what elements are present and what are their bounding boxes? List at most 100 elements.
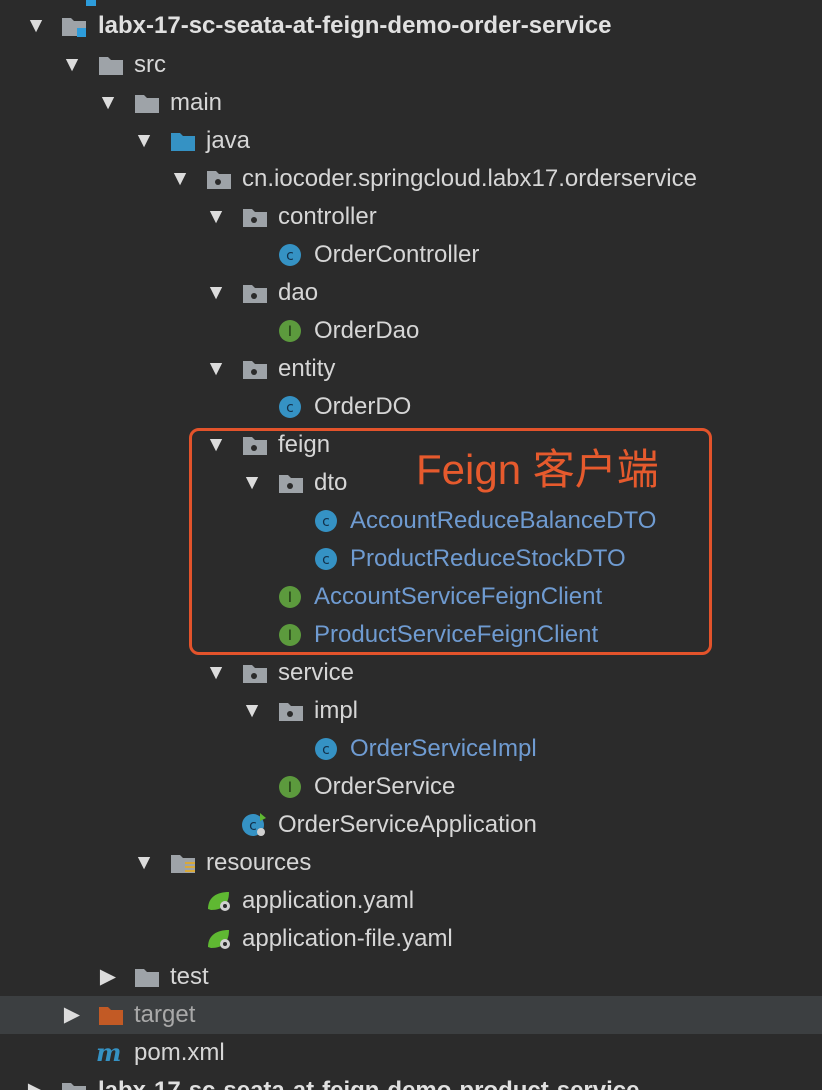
tree-label: service [278,659,355,686]
tree-label: pom.xml [134,1039,225,1066]
package-icon [277,699,305,723]
spring-config-icon [205,927,233,951]
package-icon [277,471,305,495]
tree-row-product-service-feign-client[interactable]: I ProductServiceFeignClient [0,616,822,654]
folder-icon [133,965,161,989]
expand-arrow-icon[interactable]: ▼ [205,357,227,380]
maven-icon: m [96,1038,124,1067]
collapse-arrow-icon[interactable]: ▶ [99,965,117,988]
svg-text:c: c [322,742,330,758]
tree-label: OrderService [314,773,456,800]
tree-label: cn.iocoder.springcloud.labx17.orderservi… [242,165,697,192]
feign-highlight-box [189,428,712,655]
expand-arrow-icon[interactable]: ▼ [205,661,227,684]
class-icon: c [276,243,304,267]
expand-arrow-icon[interactable]: ▼ [97,91,119,114]
expand-arrow-icon[interactable]: ▼ [25,14,47,37]
tree-row-service[interactable]: ▼ service [0,654,822,692]
svg-text:c: c [322,552,330,568]
tree-row-order-controller[interactable]: c OrderController [0,236,822,274]
tree-row-order-service-impl[interactable]: c OrderServiceImpl [0,730,822,768]
collapse-arrow-icon[interactable]: ▶ [24,1072,48,1090]
class-icon: c [312,737,340,761]
tree-label: src [134,51,166,78]
tree-row-product-reduce-stock-dto[interactable]: c ProductReduceStockDTO [0,540,822,578]
svg-text:I: I [288,780,292,796]
spring-config-icon [205,889,233,913]
expand-arrow-icon[interactable]: ▼ [61,53,83,76]
package-icon [241,205,269,229]
tree-row-dto[interactable]: ▼ dto [0,464,822,502]
resources-folder-icon [169,851,197,875]
tree-row-target[interactable]: ▶ target [0,996,822,1034]
svg-text:I: I [288,590,292,606]
svg-text:c: c [286,400,294,416]
expand-arrow-icon[interactable]: ▼ [133,129,155,152]
tree-row-application-file-yaml[interactable]: application-file.yaml [0,920,822,958]
package-icon [205,167,233,191]
tree-label: entity [278,355,336,382]
tree-row-order-dao[interactable]: I OrderDao [0,312,822,350]
excluded-folder-icon [97,1003,125,1027]
class-icon: c [276,395,304,419]
tree-row-impl[interactable]: ▼ impl [0,692,822,730]
tree-label: controller [278,203,377,230]
interface-icon: I [276,775,304,799]
top-indicator [86,0,96,6]
expand-arrow-icon[interactable]: ▼ [205,205,227,228]
expand-arrow-icon[interactable]: ▼ [241,471,263,494]
tree-label: OrderDO [314,393,412,420]
tree-row-test[interactable]: ▶ test [0,958,822,996]
tree-label: OrderController [314,241,480,268]
tree-row-controller[interactable]: ▼ controller [0,198,822,236]
tree-row-application-yaml[interactable]: application.yaml [0,882,822,920]
tree-label: ProductServiceFeignClient [314,621,599,648]
tree-row-java[interactable]: ▼ java [0,122,822,160]
tree-row-root-package[interactable]: ▼ cn.iocoder.springcloud.labx17.orderser… [0,160,822,198]
tree-row-order-do[interactable]: c OrderDO [0,388,822,426]
tree-row-resources[interactable]: ▼ resources [0,844,822,882]
source-root-folder-icon [169,129,197,153]
expand-arrow-icon[interactable]: ▼ [205,433,227,456]
interface-icon: I [276,623,304,647]
tree-row-src[interactable]: ▼ src [0,46,822,84]
tree-label: ProductReduceStockDTO [350,545,626,572]
tree-label: java [206,127,251,154]
expand-arrow-icon[interactable]: ▼ [241,699,263,722]
tree-row-order-service-module[interactable]: ▼ labx-17-sc-seata-at-feign-demo-order-s… [0,7,822,45]
tree-row-feign[interactable]: ▼ feign [0,426,822,464]
tree-label: AccountServiceFeignClient [314,583,603,610]
expand-arrow-icon[interactable]: ▼ [133,851,155,874]
tree-label: OrderServiceImpl [350,735,537,762]
tree-row-account-service-feign-client[interactable]: I AccountServiceFeignClient [0,578,822,616]
tree-label: OrderDao [314,317,420,344]
tree-row-order-service[interactable]: I OrderService [0,768,822,806]
tree-label: impl [314,697,359,724]
expand-arrow-icon[interactable]: ▼ [169,167,191,190]
tree-row-pom-xml[interactable]: m pom.xml [0,1034,822,1072]
tree-label: labx-17-sc-seata-at-feign-demo-order-ser… [98,12,612,39]
tree-label: application-file.yaml [242,925,453,952]
tree-label: dto [314,469,348,496]
tree-label: dao [278,279,319,306]
tree-row-account-reduce-balance-dto[interactable]: c AccountReduceBalanceDTO [0,502,822,540]
tree-row-order-service-application[interactable]: c OrderServiceApplication [0,806,822,844]
tree-label: resources [206,849,312,876]
tree-label: application.yaml [242,887,415,914]
spring-boot-class-icon: c [240,813,268,837]
svg-text:I: I [288,324,292,340]
tree-row-product-service-module[interactable]: ▶ labx-17-sc-seata-at-feign-demo-product… [0,1072,822,1090]
module-folder-icon [60,1079,88,1090]
tree-label: feign [278,431,331,458]
package-icon [241,433,269,457]
tree-label: test [170,963,209,990]
collapse-arrow-icon[interactable]: ▶ [63,1003,81,1026]
svg-text:c: c [286,248,294,264]
feign-annotation-label: Feign 客户端 [416,446,659,493]
tree-row-entity[interactable]: ▼ entity [0,350,822,388]
svg-text:I: I [288,628,292,644]
package-icon [241,661,269,685]
expand-arrow-icon[interactable]: ▼ [205,281,227,304]
tree-row-dao[interactable]: ▼ dao [0,274,822,312]
tree-row-main[interactable]: ▼ main [0,84,822,122]
